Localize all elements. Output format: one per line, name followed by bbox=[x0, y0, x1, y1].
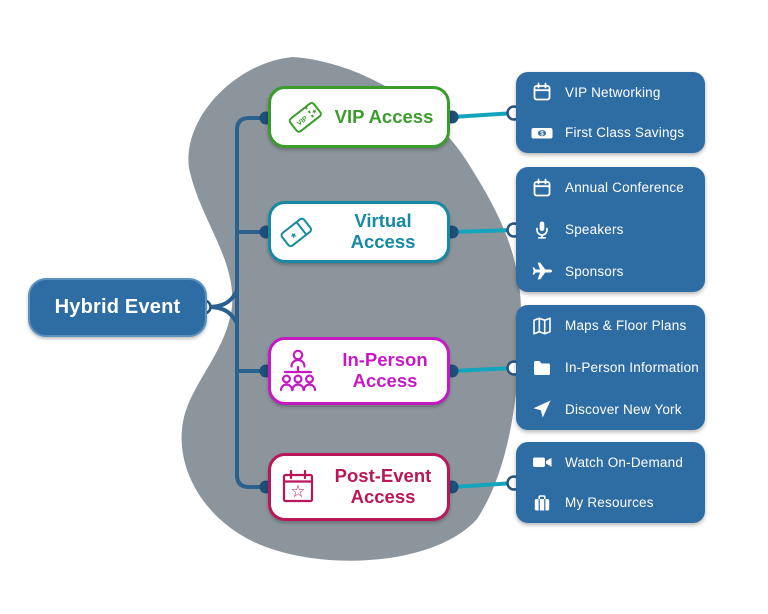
vip-ticket-icon: VIP ★ bbox=[285, 99, 325, 135]
trunk-connector bbox=[205, 116, 268, 489]
panel-vip-access: VIP Networking $ First Class Savings bbox=[516, 72, 705, 153]
svg-text:★: ★ bbox=[309, 106, 319, 116]
connector-ring-circles bbox=[196, 105, 522, 491]
panel-item-label: First Class Savings bbox=[565, 125, 685, 141]
connector-dots bbox=[259, 110, 459, 494]
panel-post-event-access: Watch On-Demand My Resources bbox=[516, 442, 705, 523]
panel-item-label: In-Person Information bbox=[565, 360, 700, 375]
branch-node-post-event-access[interactable]: ☆ Post-Event Access bbox=[268, 453, 450, 521]
panel-item-label: Maps & Floor Plans bbox=[565, 318, 687, 334]
panel-item-label: My Resources bbox=[565, 495, 654, 511]
panel-item-watch-on-demand[interactable]: Watch On-Demand bbox=[516, 442, 705, 483]
branch-label: Virtual Access bbox=[350, 210, 416, 252]
calendar-icon bbox=[531, 177, 553, 199]
calendar-icon bbox=[531, 81, 553, 103]
branch-node-virtual-access[interactable]: ★ Virtual Access bbox=[268, 201, 450, 263]
calendar-star-icon: ☆ bbox=[279, 467, 317, 507]
branch-label: In-Person Access bbox=[342, 349, 428, 391]
panel-item-in-person-information[interactable]: In-Person Information bbox=[516, 347, 705, 389]
navigation-arrow-icon bbox=[531, 398, 553, 420]
panel-item-annual-conference[interactable]: Annual Conference bbox=[516, 167, 705, 209]
branch-label: Post-Event Access bbox=[334, 465, 432, 507]
root-node-hybrid-event[interactable]: Hybrid Event bbox=[28, 278, 207, 337]
panel-item-first-class-savings[interactable]: $ First Class Savings bbox=[516, 113, 705, 154]
branch-node-vip-access[interactable]: VIP ★ VIP Access bbox=[268, 86, 450, 148]
svg-text:$: $ bbox=[540, 131, 544, 137]
video-camera-icon bbox=[531, 451, 553, 473]
panel-in-person-access: Maps & Floor Plans In-Person Information… bbox=[516, 305, 705, 430]
microphone-icon bbox=[531, 219, 553, 241]
panel-item-my-resources[interactable]: My Resources bbox=[516, 483, 705, 524]
panel-item-discover-new-york[interactable]: Discover New York bbox=[516, 388, 705, 430]
panel-item-label: Sponsors bbox=[565, 263, 624, 279]
panel-item-label: Discover New York bbox=[565, 401, 682, 417]
branch-node-in-person-access[interactable]: In-Person Access bbox=[268, 337, 450, 405]
branch-to-panel-connectors bbox=[450, 111, 516, 489]
people-group-icon bbox=[277, 347, 319, 395]
briefcase-icon bbox=[531, 492, 553, 514]
panel-item-sponsors[interactable]: Sponsors bbox=[516, 250, 705, 292]
svg-text:☆: ☆ bbox=[290, 482, 305, 501]
root-node-label: Hybrid Event bbox=[54, 296, 181, 318]
panel-item-speakers[interactable]: Speakers bbox=[516, 209, 705, 251]
folder-icon bbox=[531, 357, 553, 379]
svg-text:★: ★ bbox=[288, 230, 299, 242]
panel-item-label: Annual Conference bbox=[565, 180, 684, 196]
panel-item-label: Speakers bbox=[565, 222, 624, 237]
branch-label: VIP Access bbox=[334, 105, 434, 127]
ticket-star-icon: ★ bbox=[277, 214, 315, 250]
panel-item-maps-floor-plans[interactable]: Maps & Floor Plans bbox=[516, 305, 705, 347]
panel-item-vip-networking[interactable]: VIP Networking bbox=[516, 72, 705, 113]
panel-item-label: Watch On-Demand bbox=[565, 454, 684, 470]
panel-virtual-access: Annual Conference Speakers bbox=[516, 167, 705, 292]
panel-item-label: VIP Networking bbox=[565, 84, 661, 100]
airplane-icon bbox=[531, 260, 553, 282]
map-icon bbox=[531, 315, 553, 337]
money-bill-icon: $ bbox=[531, 122, 553, 144]
